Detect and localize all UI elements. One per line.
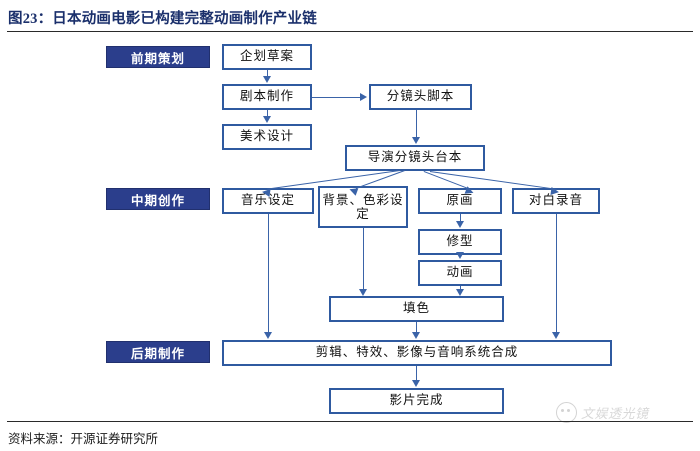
edge-composite-to-film-arrow bbox=[411, 380, 420, 387]
edge-composite-to-film-line bbox=[416, 366, 417, 381]
node-dialogue-recording[interactable]: 对白录音 bbox=[512, 188, 600, 214]
edge-director-to-dialogue-arrow bbox=[550, 187, 560, 197]
node-finished-film[interactable]: 影片完成 bbox=[329, 388, 504, 414]
stage-label-mid-production: 中期创作 bbox=[106, 188, 210, 210]
node-music-setting[interactable]: 音乐设定 bbox=[222, 188, 314, 214]
node-script[interactable]: 剧本制作 bbox=[222, 84, 312, 110]
edge-dialogue-to-composite-line bbox=[556, 214, 557, 333]
edge-script-to-art-arrow bbox=[262, 116, 271, 123]
node-director-storyboard[interactable]: 导演分镜头台本 bbox=[345, 145, 485, 171]
stage-label-pre-production: 前期策划 bbox=[106, 46, 210, 68]
edge-colorfill-to-composite-line bbox=[416, 322, 417, 333]
edge-planning-to-script-arrow bbox=[262, 76, 271, 83]
edge-script-to-storyboard-line bbox=[312, 97, 360, 98]
source-note: 资料来源：开源证券研究所 bbox=[8, 432, 159, 446]
watermark-text: 文娱透光镜 bbox=[581, 406, 649, 421]
edge-music-to-composite-arrow bbox=[263, 332, 272, 339]
edge-cleanup-to-animation-arrow bbox=[455, 252, 464, 259]
node-color-fill[interactable]: 填色 bbox=[329, 296, 504, 322]
node-key-animation[interactable]: 原画 bbox=[418, 188, 502, 214]
edge-bgcolor-to-colorfill-arrow bbox=[358, 289, 367, 296]
edge-script-to-storyboard-arrow bbox=[360, 92, 367, 101]
page-title: 图23：日本动画电影已构建完整动画制作产业链 bbox=[8, 11, 317, 27]
footer-divider bbox=[7, 421, 693, 422]
node-planning-draft[interactable]: 企划草案 bbox=[222, 44, 312, 70]
edge-dialogue-to-composite-arrow bbox=[551, 332, 560, 339]
edge-storyboard-to-director-line bbox=[416, 110, 417, 138]
edge-script-to-art-line bbox=[267, 110, 268, 117]
edge-storyboard-to-director-arrow bbox=[411, 137, 420, 144]
edge-colorfill-to-composite-arrow bbox=[411, 332, 420, 339]
edge-animation-to-colorfill-arrow bbox=[455, 289, 464, 296]
node-background-color-setting[interactable]: 背景、色彩设定 bbox=[318, 186, 408, 228]
node-animation[interactable]: 动画 bbox=[418, 260, 502, 286]
node-composite[interactable]: 剪辑、特效、影像与音响系统合成 bbox=[222, 340, 612, 366]
header-divider bbox=[7, 31, 693, 32]
wechat-smiley-icon bbox=[556, 402, 577, 423]
stage-label-post-production: 后期制作 bbox=[106, 341, 210, 363]
edge-animation-to-colorfill-line bbox=[460, 286, 461, 290]
edge-keyanim-to-cleanup-arrow bbox=[455, 221, 464, 228]
node-art-design[interactable]: 美术设计 bbox=[222, 124, 312, 150]
edge-music-to-composite-line bbox=[268, 214, 269, 333]
edge-keyanim-to-cleanup-line bbox=[460, 214, 461, 222]
node-storyboard[interactable]: 分镜头脚本 bbox=[369, 84, 472, 110]
edge-planning-to-script-line bbox=[267, 70, 268, 77]
watermark: 文娱透光镜 bbox=[556, 402, 649, 423]
edge-director-to-music-arrow bbox=[261, 187, 271, 197]
edge-bgcolor-to-colorfill-line bbox=[363, 228, 364, 289]
